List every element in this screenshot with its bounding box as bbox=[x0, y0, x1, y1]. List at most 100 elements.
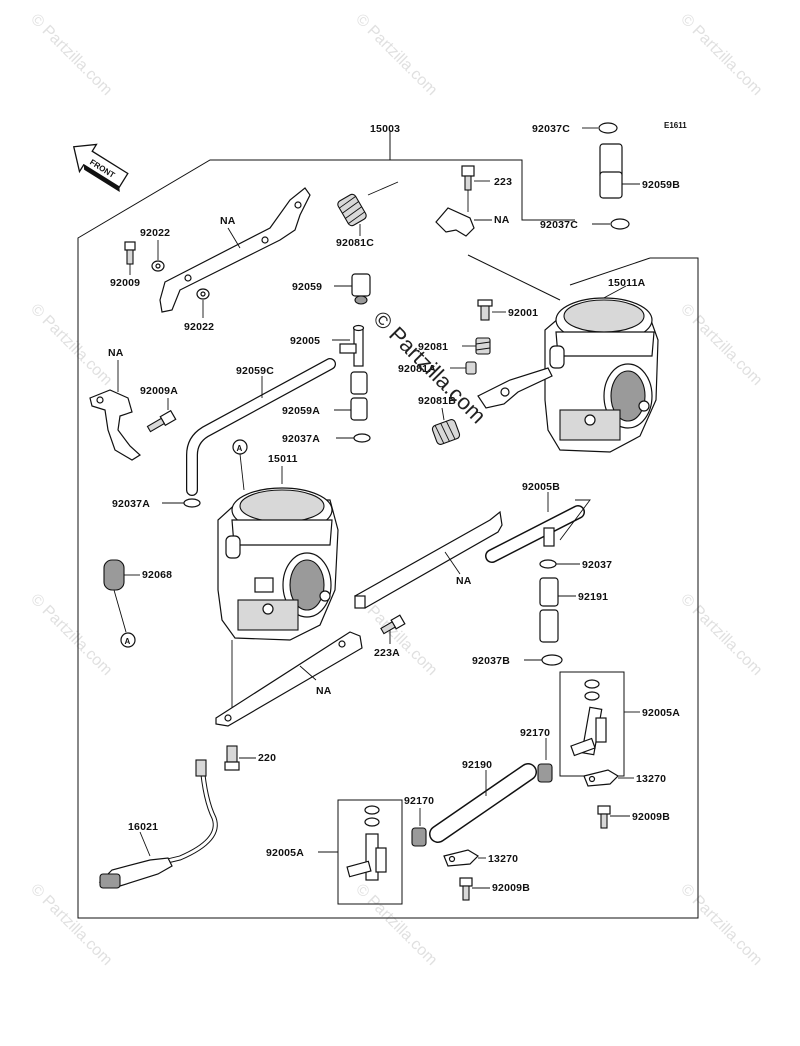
callout-92037a-a[interactable]: 92037A bbox=[282, 433, 320, 445]
ref-circle-a-bottom-label: A bbox=[125, 637, 131, 646]
front-direction-arrow: FRONT bbox=[72, 143, 129, 193]
hose-92059b[interactable] bbox=[599, 143, 623, 199]
screw-220[interactable] bbox=[224, 745, 240, 771]
detail-box-92005a-left bbox=[337, 799, 403, 905]
callout-92037[interactable]: 92037 bbox=[582, 559, 612, 571]
callout-223a[interactable]: 223A bbox=[374, 647, 400, 659]
spring-92081c[interactable] bbox=[336, 181, 399, 227]
callout-92059a[interactable]: 92059A bbox=[282, 405, 320, 417]
callout-92059b[interactable]: 92059B bbox=[642, 179, 680, 191]
callout-na-right-bar[interactable]: NA bbox=[456, 575, 472, 587]
carburetor-15011[interactable] bbox=[217, 487, 339, 641]
callout-92005[interactable]: 92005 bbox=[290, 335, 320, 347]
callout-92037a-b[interactable]: 92037A bbox=[112, 498, 150, 510]
watermark: © Partzilla.com bbox=[677, 301, 765, 389]
callout-13270-a[interactable]: 13270 bbox=[636, 773, 666, 785]
callout-92068[interactable]: 92068 bbox=[142, 569, 172, 581]
callout-92005b[interactable]: 92005B bbox=[522, 481, 560, 493]
callout-na-plate-top[interactable]: NA bbox=[220, 215, 236, 227]
callout-92009[interactable]: 92009 bbox=[110, 277, 140, 289]
tee-fitting-92005[interactable] bbox=[339, 324, 365, 367]
mounting-plate-top[interactable] bbox=[159, 187, 311, 313]
callout-92059[interactable]: 92059 bbox=[292, 281, 322, 293]
callout-92081c[interactable]: 92081C bbox=[336, 237, 374, 249]
screw-92009b-right[interactable] bbox=[597, 805, 611, 829]
callout-92170-a[interactable]: 92170 bbox=[520, 727, 550, 739]
callout-92037c-mid[interactable]: 92037C bbox=[540, 219, 578, 231]
watermark: © Partzilla.com bbox=[27, 881, 115, 969]
callout-92022-b[interactable]: 92022 bbox=[184, 321, 214, 333]
carburetor-15011a[interactable] bbox=[544, 297, 659, 453]
spring-92081b[interactable] bbox=[431, 418, 461, 445]
throttle-link[interactable] bbox=[477, 367, 553, 409]
callout-92037b[interactable]: 92037B bbox=[472, 655, 510, 667]
spring-92081[interactable] bbox=[475, 337, 491, 355]
clamp-92037b[interactable] bbox=[541, 654, 563, 666]
assembly-frame bbox=[77, 130, 699, 919]
clamp-92037a-top[interactable] bbox=[353, 433, 371, 443]
screw-223a[interactable] bbox=[380, 614, 406, 635]
callout-92001[interactable]: 92001 bbox=[508, 307, 538, 319]
callout-92009a[interactable]: 92009A bbox=[140, 385, 178, 397]
watermark: © Partzilla.com bbox=[352, 11, 440, 99]
watermark: © Partzilla.com bbox=[27, 11, 115, 99]
watermark: © Partzilla.com bbox=[352, 881, 440, 969]
screw-92009[interactable] bbox=[124, 241, 136, 265]
spring-92081a[interactable] bbox=[465, 361, 477, 375]
screw-92001[interactable] bbox=[477, 299, 493, 321]
callout-15011a[interactable]: 15011A bbox=[608, 277, 646, 289]
callout-92190[interactable]: 92190 bbox=[462, 759, 492, 771]
callout-92009b-a[interactable]: 92009B bbox=[632, 811, 670, 823]
watermark: © Partzilla.com bbox=[677, 591, 765, 679]
callout-13270-b[interactable]: 13270 bbox=[488, 853, 518, 865]
callout-na-bottom-plate[interactable]: NA bbox=[316, 685, 332, 697]
screw-92009a[interactable] bbox=[146, 409, 177, 434]
clamp-92037c-mid[interactable] bbox=[610, 218, 630, 230]
callout-92005a-right[interactable]: 92005A bbox=[642, 707, 680, 719]
fitting-92005b[interactable] bbox=[485, 505, 585, 563]
clamp-92037c-top[interactable] bbox=[598, 122, 618, 134]
clamp-92170-right[interactable] bbox=[537, 763, 553, 783]
callout-220[interactable]: 220 bbox=[258, 752, 276, 764]
plate-13270-right[interactable] bbox=[583, 769, 619, 787]
callout-92005a-left[interactable]: 92005A bbox=[266, 847, 304, 859]
callout-92037c-top[interactable]: 92037C bbox=[532, 123, 570, 135]
hose-92059a[interactable] bbox=[350, 371, 368, 421]
callout-na-bracket-top[interactable]: NA bbox=[494, 214, 510, 226]
callout-92081[interactable]: 92081 bbox=[418, 341, 448, 353]
watermark: © Partzilla.com bbox=[677, 881, 765, 969]
callout-92170-b[interactable]: 92170 bbox=[404, 795, 434, 807]
callout-92081b[interactable]: 92081B bbox=[418, 395, 456, 407]
watermark: © Partzilla.com bbox=[677, 11, 765, 99]
drawing-code: E1611 bbox=[664, 121, 687, 130]
hose-92059[interactable] bbox=[351, 273, 371, 305]
link-bar-right[interactable] bbox=[354, 510, 503, 609]
plate-13270-left[interactable] bbox=[443, 849, 479, 867]
callout-92009b-b[interactable]: 92009B bbox=[492, 882, 530, 894]
bracket-top-right[interactable] bbox=[435, 207, 475, 237]
cable-16021[interactable] bbox=[98, 759, 218, 889]
screw-92009b-left[interactable] bbox=[459, 877, 473, 901]
cap-92068[interactable] bbox=[103, 559, 125, 591]
callout-92022-a[interactable]: 92022 bbox=[140, 227, 170, 239]
callout-223[interactable]: 223 bbox=[494, 176, 512, 188]
bracket-left[interactable] bbox=[89, 389, 141, 461]
callout-15011[interactable]: 15011 bbox=[268, 453, 298, 465]
callout-92059c[interactable]: 92059C bbox=[236, 365, 274, 377]
callout-na-left[interactable]: NA bbox=[108, 347, 124, 359]
callout-92081a[interactable]: 92081A bbox=[398, 363, 436, 375]
hose-92191[interactable] bbox=[539, 577, 559, 643]
callout-92191[interactable]: 92191 bbox=[578, 591, 608, 603]
clamp-92037[interactable] bbox=[539, 559, 557, 569]
clamp-92037a-bottom[interactable] bbox=[183, 498, 201, 508]
clamp-92170-left[interactable] bbox=[411, 827, 427, 847]
callout-16021[interactable]: 16021 bbox=[128, 821, 158, 833]
link-plate-bottom[interactable] bbox=[215, 631, 363, 727]
hose-92190[interactable] bbox=[429, 763, 537, 843]
callout-15003[interactable]: 15003 bbox=[370, 123, 400, 135]
detail-box-92005a-right bbox=[559, 671, 625, 777]
screw-223[interactable] bbox=[461, 165, 475, 191]
hose-92059c[interactable] bbox=[186, 358, 336, 496]
